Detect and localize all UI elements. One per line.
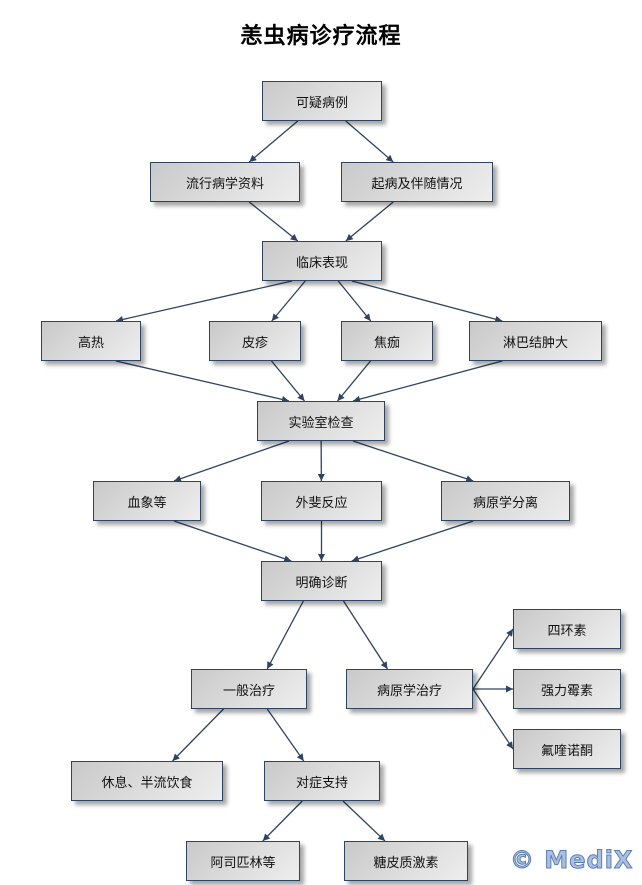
edge-clinical-to-eschar	[337, 280, 372, 322]
medix-watermark: © MediX	[509, 846, 634, 875]
edge-blood-to-diagnosis	[173, 520, 292, 563]
edge-etiologic-to-quinolone	[472, 688, 514, 750]
node-blood-count: 血象等	[93, 481, 201, 521]
node-eschar: 焦痂	[341, 321, 433, 361]
node-high-fever: 高热	[41, 321, 141, 361]
node-onset: 起病及伴随情况	[341, 162, 493, 202]
node-clinical-manifestation: 临床表现	[262, 241, 382, 281]
edge-clinical-to-fever	[115, 280, 293, 323]
edge-diagnosis-to-general	[266, 600, 304, 670]
diagram-title: 恙虫病诊疗流程	[240, 23, 402, 49]
edge-lab-to-isolation	[352, 440, 474, 483]
node-symptomatic-support: 对症支持	[264, 761, 380, 801]
node-weil-felix: 外斐反应	[261, 481, 382, 521]
edge-onset-to-clinical	[345, 201, 394, 242]
edge-fever-to-lab	[115, 360, 290, 403]
node-glucocorticoid: 糖皮质激素	[344, 841, 468, 881]
node-fluoroquinolone: 氟喹诺酮	[513, 729, 621, 769]
node-rash: 皮疹	[209, 321, 301, 361]
edge-eschar-to-lab	[336, 360, 372, 402]
node-lymphadenopathy: 淋巴结肿大	[469, 321, 602, 361]
edge-general-to-rest	[172, 708, 224, 762]
node-tetracycline: 四环素	[513, 609, 621, 649]
edge-epi-to-clinical	[248, 201, 299, 242]
edge-isolation-to-diagnosis	[351, 520, 474, 563]
edge-diagnosis-to-etiologic	[342, 600, 389, 670]
node-doxycycline: 强力霉素	[513, 669, 621, 709]
node-confirmed-diagnosis: 明确诊断	[261, 561, 382, 601]
edge-lymph-to-lab	[352, 360, 503, 403]
node-lab-tests: 实验室检查	[257, 401, 385, 441]
node-etiologic-treatment: 病原学治疗	[346, 669, 473, 709]
edge-lab-to-blood	[173, 440, 290, 483]
edge-symptomatic-to-aspirin	[262, 800, 303, 842]
node-rest-diet: 休息、半流饮食	[71, 761, 223, 801]
node-epidemiology: 流行病学资料	[150, 162, 300, 202]
edge-general-to-symptomatic	[266, 708, 305, 762]
node-general-treatment: 一般治疗	[191, 669, 307, 709]
edge-clinical-to-rash	[271, 280, 306, 322]
edge-suspect-to-onset	[345, 120, 394, 163]
edge-clinical-to-lymph	[351, 280, 503, 323]
node-aspirin: 阿司匹林等	[186, 841, 300, 881]
edge-etiologic-to-tetracycline	[472, 628, 514, 690]
edge-rash-to-lab	[270, 360, 306, 402]
edge-suspect-to-epi	[248, 120, 299, 163]
node-pathogen-isolation: 病原学分离	[441, 481, 570, 521]
edge-symptomatic-to-steroid	[342, 800, 386, 842]
node-suspect-case: 可疑病例	[262, 81, 382, 121]
